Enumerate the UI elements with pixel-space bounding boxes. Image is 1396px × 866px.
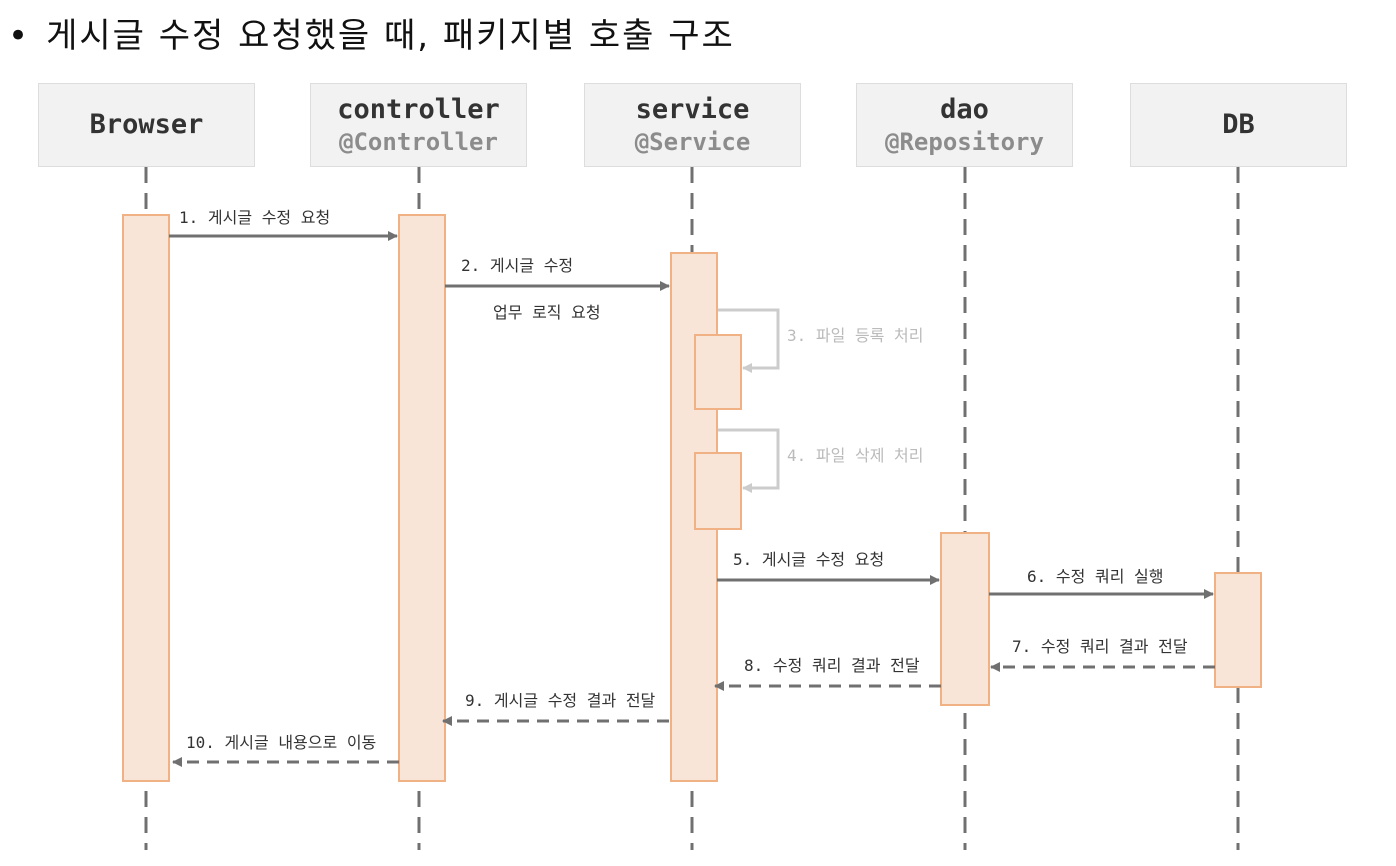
self-call-arrow-3	[718, 308, 780, 373]
participant-name: Browser	[89, 109, 204, 140]
message-1-label: 1. 게시글 수정 요청	[179, 208, 331, 227]
message-8-label: 8. 수정 쿼리 결과 전달	[744, 656, 920, 675]
activation-controller	[398, 214, 446, 782]
self-call-arrow-4	[718, 428, 780, 493]
participant-name: DB	[1222, 109, 1255, 140]
title-text: 게시글 수정 요청했을 때, 패키지별 호출 구조	[46, 16, 735, 56]
participant-name: dao	[940, 94, 989, 125]
participant-annotation: @Repository	[885, 128, 1044, 156]
participant-service: service @Service	[584, 83, 801, 167]
participant-db: DB	[1130, 83, 1347, 167]
bullet-icon: •	[8, 16, 31, 56]
participant-name: service	[635, 94, 750, 125]
message-6-label: 6. 수정 쿼리 실행	[1027, 567, 1164, 586]
message-4-label: 4. 파일 삭제 처리	[787, 446, 924, 465]
message-10-label: 10. 게시글 내용으로 이동	[186, 733, 377, 752]
message-7-label: 7. 수정 쿼리 결과 전달	[1012, 637, 1188, 656]
activation-dao	[940, 532, 990, 706]
activation-db	[1214, 572, 1262, 688]
activation-browser	[122, 214, 170, 782]
page-title: • 게시글 수정 요청했을 때, 패키지별 호출 구조	[8, 8, 735, 57]
message-2-label: 2. 게시글 수정	[461, 256, 574, 275]
participant-annotation: @Service	[634, 128, 751, 156]
message-5-label: 5. 게시글 수정 요청	[733, 550, 885, 569]
participant-controller: controller @Controller	[310, 83, 527, 167]
message-3-label: 3. 파일 등록 처리	[787, 326, 924, 345]
participant-annotation: @Controller	[339, 128, 498, 156]
activation-service-self-4	[694, 452, 742, 530]
message-2-sublabel: 업무 로직 요청	[493, 303, 601, 322]
participant-browser: Browser	[38, 83, 255, 167]
activation-service-self-3	[694, 334, 742, 410]
participant-dao: dao @Repository	[856, 83, 1073, 167]
participant-name: controller	[337, 94, 500, 125]
message-9-label: 9. 게시글 수정 결과 전달	[465, 691, 656, 710]
